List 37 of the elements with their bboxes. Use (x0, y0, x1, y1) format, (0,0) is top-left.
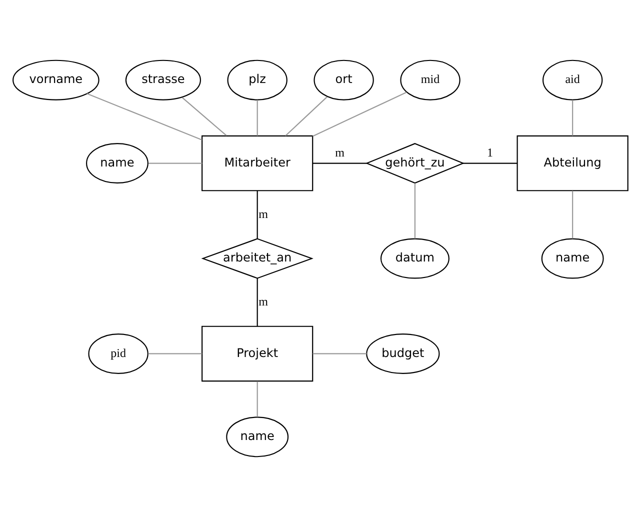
edge-label: m (258, 294, 268, 308)
node-ellipse: datum (380, 238, 450, 279)
connector (312, 92, 407, 137)
connector (256, 381, 258, 417)
node-box: Abteilung (516, 135, 628, 192)
node-ellipse: name (541, 238, 604, 279)
connector (148, 162, 202, 164)
connector (86, 93, 202, 140)
connector (414, 183, 416, 239)
node-ellipse: aid (542, 60, 603, 100)
connector (312, 162, 367, 164)
node-diamond: gehört_zu (365, 142, 465, 184)
connector (256, 190, 258, 239)
node-box: Mitarbeiter (202, 135, 314, 192)
node-ellipse: pid (88, 333, 148, 374)
edge-label: 1 (487, 145, 494, 160)
node-ellipse: plz (227, 60, 288, 100)
connector (182, 97, 227, 136)
connector (572, 100, 574, 136)
node-ellipse: vorname (12, 60, 100, 100)
connector (285, 96, 328, 136)
node-box: Projekt (202, 326, 314, 382)
connector (463, 162, 518, 164)
edge-label: m (335, 145, 345, 160)
connector (256, 100, 258, 136)
connector (312, 353, 367, 354)
node-ellipse: name (86, 143, 148, 184)
node-ellipse: budget (366, 333, 440, 374)
node-ellipse: strasse (125, 60, 202, 100)
node-diamond: arbeitet_an (201, 238, 314, 279)
node-ellipse: mid (400, 60, 460, 100)
node-ellipse: ort (314, 60, 374, 100)
node-ellipse: name (226, 416, 289, 458)
connector (148, 353, 202, 354)
connector (256, 278, 258, 326)
connector (572, 190, 574, 239)
edge-label: m (258, 206, 268, 221)
